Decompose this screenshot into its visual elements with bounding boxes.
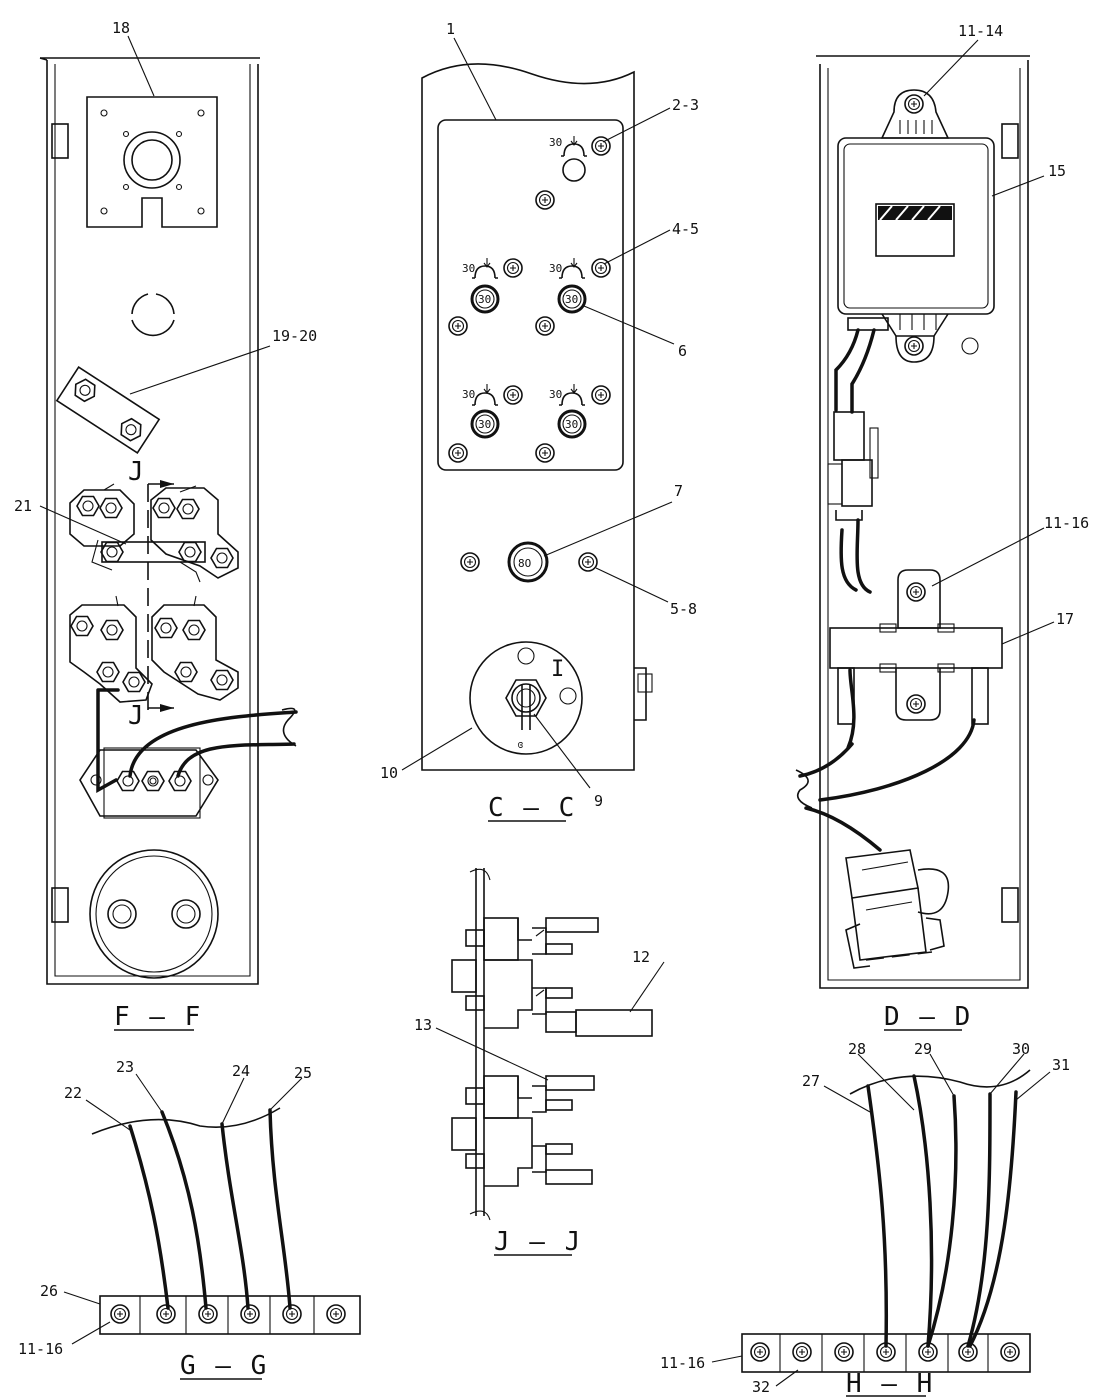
harness (795, 317, 976, 852)
section-mark-j-top: J (128, 457, 146, 487)
view-title-gg: G – G (180, 1351, 268, 1381)
callout-26: 26 (40, 1282, 58, 1300)
terminal-block (79, 688, 298, 819)
callout-29: 29 (914, 1040, 932, 1058)
switch-panel-1: 30 30 30 30 30 30 30 30 30 (437, 119, 624, 471)
view-cc: 30 30 30 30 30 30 30 30 30 8O (380, 20, 699, 823)
temp-mark-2: 30 (462, 262, 475, 275)
callout-30: 30 (1012, 1040, 1030, 1058)
callout-12: 12 (632, 948, 650, 966)
callout-4-5: 4-5 (672, 220, 699, 238)
gauge-label-4: 30 (565, 418, 578, 431)
view-hh: 27 28 29 30 31 11-16 32 H – H (660, 1040, 1070, 1399)
callout-10: 10 (380, 764, 398, 782)
section-line-j (147, 480, 174, 712)
view-title-hh: H – H (846, 1369, 934, 1399)
callout-1: 1 (446, 20, 455, 38)
callout-6: 6 (678, 342, 687, 360)
view-title-cc: C – C (488, 793, 576, 823)
callout-28: 28 (848, 1040, 866, 1058)
knockout-hole (131, 293, 175, 337)
switch-mark: I (551, 657, 566, 682)
callout-24: 24 (232, 1062, 250, 1080)
callout-15: 15 (1048, 162, 1066, 180)
callout-31: 31 (1052, 1056, 1070, 1074)
view-dd: 11-14 15 11-16 17 D – D (795, 22, 1089, 1032)
callout-11-16-hh: 11-16 (660, 1354, 705, 1372)
temp-mark-5: 30 (549, 388, 562, 401)
callout-17: 17 (1056, 610, 1074, 628)
callout-13: 13 (414, 1016, 432, 1034)
mount-plate-18 (86, 96, 218, 228)
round-socket (89, 849, 219, 979)
callout-21: 21 (14, 497, 32, 515)
temp-mark-4: 30 (462, 388, 475, 401)
switch-block-21 (69, 483, 239, 703)
callout-25: 25 (294, 1064, 312, 1082)
callout-11-16-gg: 11-16 (18, 1340, 63, 1358)
callout-5-8: 5-8 (670, 600, 697, 618)
plug-connector (845, 849, 950, 969)
view-gg: 22 23 24 25 26 11-16 G – G (18, 1058, 361, 1381)
callout-11-16-dd: 11-16 (1044, 514, 1089, 532)
switch-body-bottom (451, 1075, 595, 1187)
section-mark-j-bottom: J (128, 701, 146, 731)
gauge-label-3: 30 (478, 418, 491, 431)
callout-11-14: 11-14 (958, 22, 1003, 40)
view-title-ff: F – F (114, 1002, 202, 1032)
view-title-jj: J – J (494, 1227, 582, 1257)
callout-19-20: 19-20 (272, 327, 317, 345)
gauge-label-2: 30 (565, 293, 578, 306)
gauge-label-1: 30 (478, 293, 491, 306)
fuse-block-17 (829, 569, 1003, 725)
view-jj: 12 13 J – J (414, 868, 665, 1257)
bracket-19-20 (55, 365, 161, 455)
view-title-dd: D – D (884, 1002, 972, 1032)
control-box-15 (837, 89, 995, 363)
callout-22: 22 (64, 1084, 82, 1102)
callout-27: 27 (802, 1072, 820, 1090)
view-ff: 18 19-20 21 J J F – F (14, 19, 317, 1032)
key-switch-9: I ɞ (469, 641, 583, 755)
temp-mark-3: 30 (549, 262, 562, 275)
key-mark: ɞ (517, 738, 524, 751)
indicator-label: 8O (518, 557, 531, 570)
switch-body-top (451, 917, 653, 1037)
temp-mark-1: 30 (549, 136, 562, 149)
callout-2-3: 2-3 (672, 96, 699, 114)
callout-7: 7 (674, 482, 683, 500)
indicator-7: 8O (460, 541, 598, 583)
callout-18: 18 (112, 19, 130, 37)
callout-9: 9 (594, 792, 603, 810)
callout-32: 32 (752, 1378, 770, 1396)
callout-23: 23 (116, 1058, 134, 1076)
